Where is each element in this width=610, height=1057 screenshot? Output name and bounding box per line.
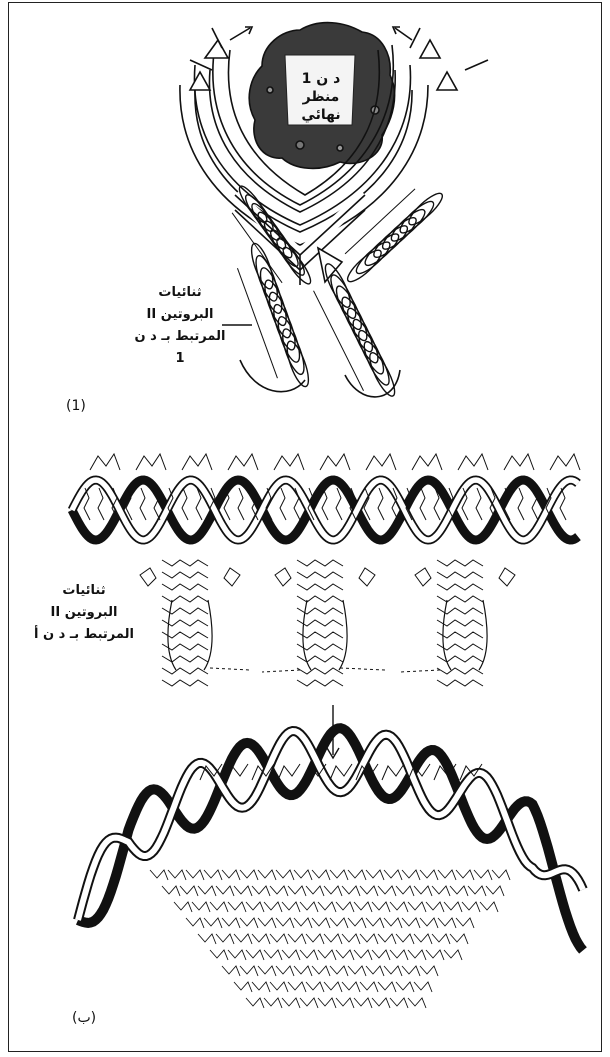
dimer-label-line1: ثنائيات	[130, 282, 230, 304]
panel-b-bent-dna	[78, 728, 583, 1008]
lower-ribbon-right	[345, 370, 400, 397]
dna-label-line2: منظر نهائي	[285, 88, 357, 124]
dna-end-view-label: د ن 1 منظر نهائي	[285, 70, 357, 124]
alpha-helix-lower-right	[314, 261, 400, 399]
panel-b-dimer-label: ثنائيات البروتين II المرتبط بـ د ن أ	[30, 580, 138, 646]
bending-arrows	[210, 668, 440, 672]
central-ribbons	[235, 195, 365, 285]
dimer-b-label-line2: البروتين II	[30, 602, 138, 624]
panel-b-letter: (ب)	[72, 1010, 96, 1026]
dimer-label-line2: البروتين II	[130, 304, 230, 326]
dna-label-line1: د ن 1	[285, 70, 357, 88]
dimer-b-label-line1: ثنائيات	[30, 580, 138, 602]
panel-a-dimer-label: ثنائيات البروتين II المرتبط بـ د ن 1	[130, 282, 230, 370]
dimer-b-label-line3: المرتبط بـ د ن أ	[30, 624, 138, 646]
dimer-label-line3: المرتبط بـ د ن 1	[130, 326, 230, 370]
panel-a-letter: (1)	[66, 398, 86, 414]
panel-b-straight-dna	[72, 454, 580, 758]
